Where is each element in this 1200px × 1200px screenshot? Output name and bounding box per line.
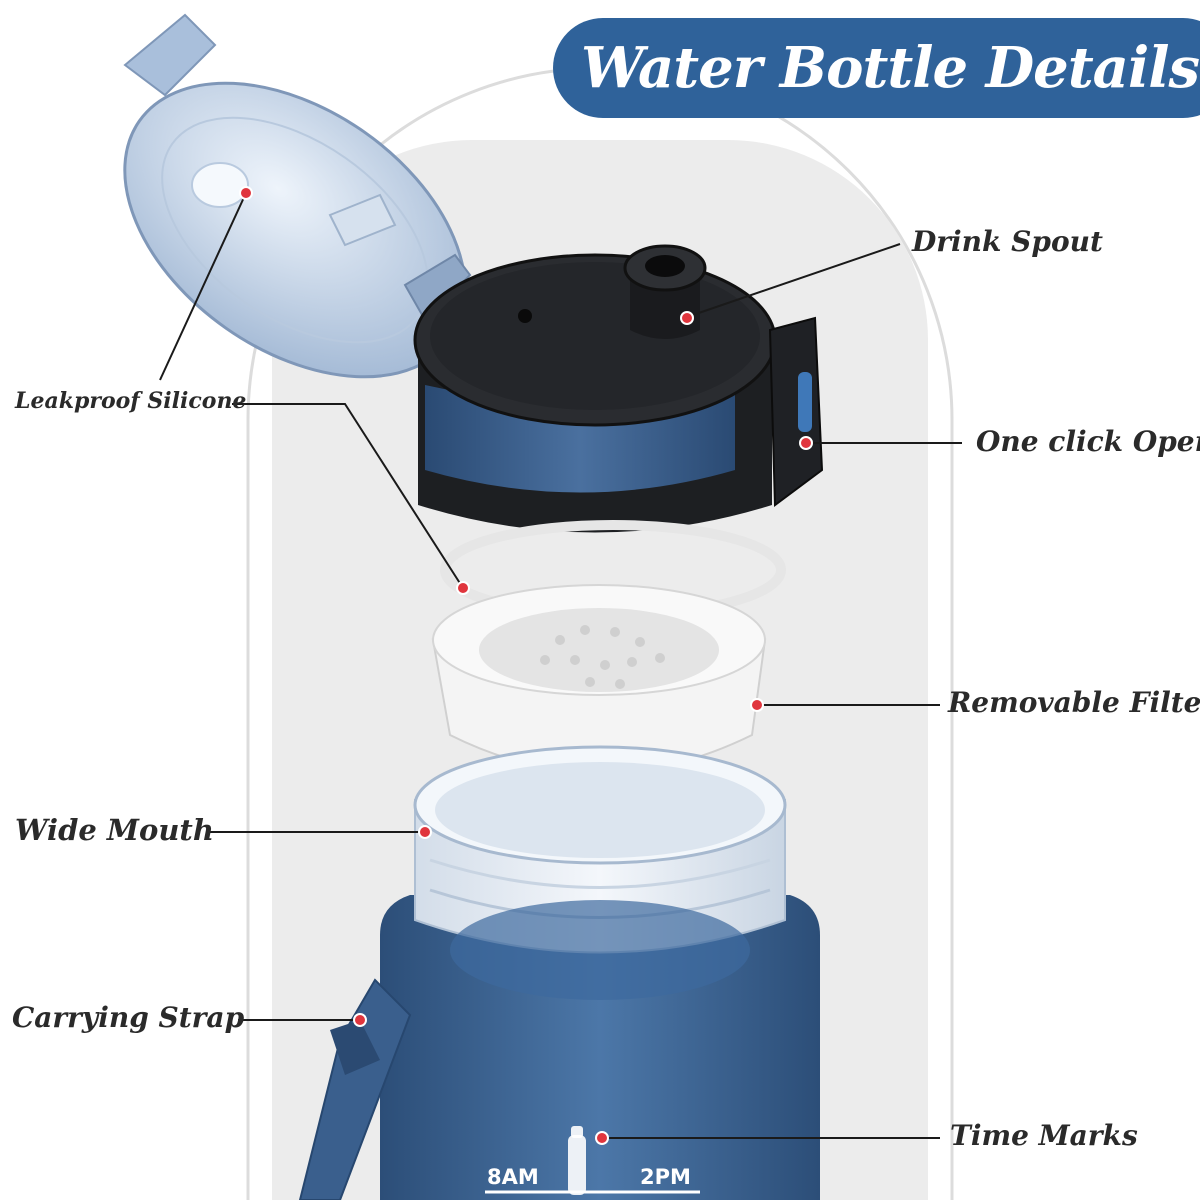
dot-removable-filter: [750, 698, 764, 712]
time-mark-8am: 8AM: [487, 1165, 539, 1189]
label-wide-mouth: Wide Mouth: [15, 813, 214, 847]
bottle-body: [380, 745, 820, 1200]
dot-wide-mouth: [418, 825, 432, 839]
bottle-cap: [413, 244, 824, 533]
dot-drink-spout: [680, 311, 694, 325]
label-drink-spout: Drink Spout: [912, 225, 1103, 258]
callout-dots: [239, 186, 813, 1145]
time-mark-2pm: 2PM: [640, 1165, 691, 1189]
dot-leakproof-lid: [239, 186, 253, 200]
label-one-click-open: One click Open: [976, 425, 1200, 458]
title-banner: Water Bottle Details: [553, 18, 1200, 118]
dot-silicone-ring: [456, 581, 470, 595]
leader-lines: [159, 192, 962, 1139]
label-leakproof-silicone: Leakproof Silicone: [15, 388, 247, 414]
carrying-strap: [298, 978, 412, 1200]
label-time-marks: Time Marks: [950, 1119, 1138, 1152]
flip-lid: [123, 13, 472, 379]
dot-carrying-strap: [353, 1013, 367, 1027]
dot-one-click: [799, 436, 813, 450]
label-carrying-strap: Carrying Strap: [12, 1001, 245, 1034]
dot-time-marks: [595, 1131, 609, 1145]
filter-basket: [431, 584, 767, 774]
page-title: Water Bottle Details: [581, 35, 1200, 101]
label-removable-filter: Removable Filter: [948, 686, 1200, 719]
